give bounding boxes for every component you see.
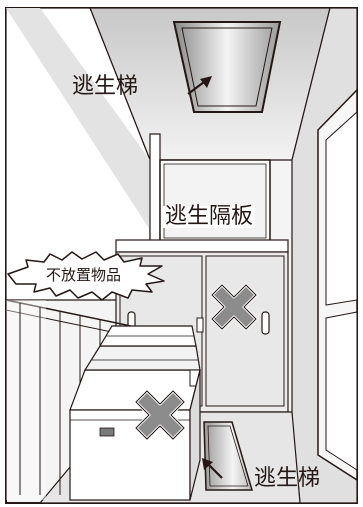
sliding-door-header — [115, 239, 289, 253]
door-x-mark-icon — [210, 283, 258, 331]
left-railing — [5, 299, 151, 500]
bench-x-mark-icon — [134, 389, 186, 441]
escape-ladder-top-label: 逃生梯 — [72, 74, 139, 99]
stacked-boxes — [69, 325, 201, 501]
escape-ladder-bottom-label: 逃生梯 — [254, 466, 321, 491]
ceiling-escape-hatch — [172, 21, 282, 113]
ceiling-hatch-arrow-icon — [187, 76, 212, 95]
right-window-upper-pane — [325, 110, 358, 306]
escape-partition-label: 逃生隔板 — [163, 204, 256, 229]
no-items-label: 不放置物品 — [46, 266, 122, 284]
floor-hatch-arrow-icon — [202, 458, 223, 479]
no-items-burst — [7, 251, 165, 301]
door-lock — [196, 317, 204, 333]
partition-post — [149, 133, 161, 243]
right-window-lower-pane — [325, 311, 358, 471]
left-wall-shade — [6, 8, 150, 230]
door-handle-right — [261, 311, 270, 335]
sliding-door-right — [205, 255, 285, 407]
